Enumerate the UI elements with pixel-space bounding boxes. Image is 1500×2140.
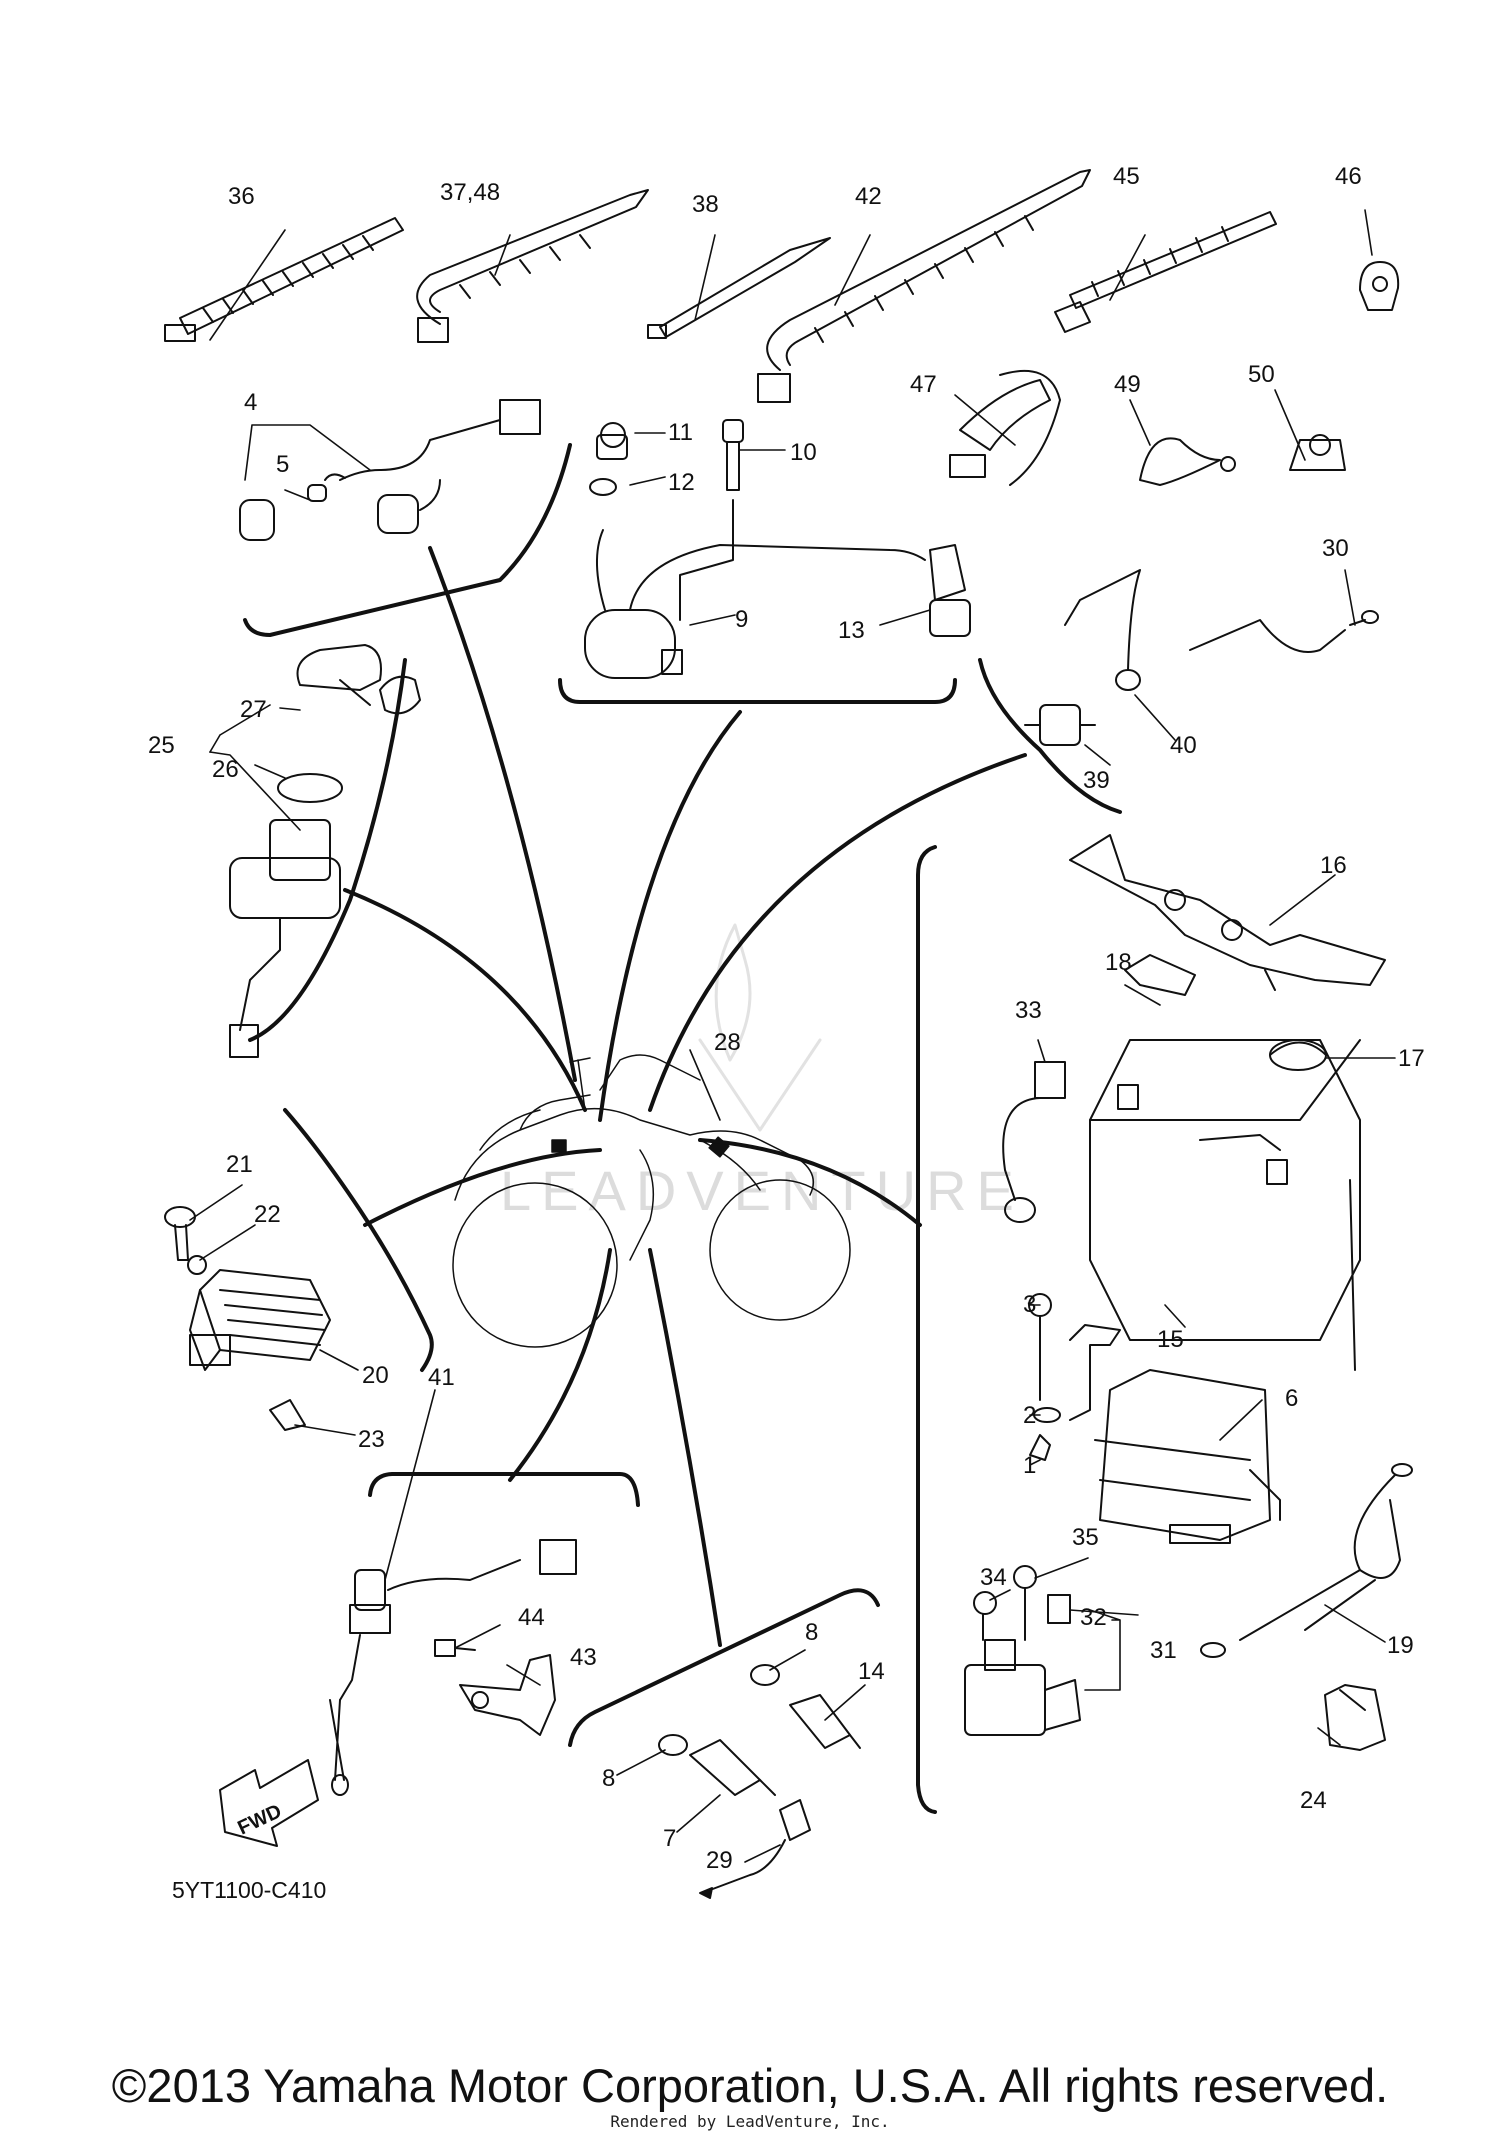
- callout-42: 42: [855, 183, 882, 210]
- cover-18: [1124, 954, 1196, 996]
- callout-leaders: [189, 209, 1396, 1863]
- callout-15: 15: [1157, 1326, 1184, 1353]
- callout-9: 9: [735, 606, 748, 633]
- callout-44: 44: [518, 1604, 545, 1631]
- callout-37-48: 37,48: [440, 179, 500, 206]
- callout-31: 31: [1150, 1637, 1177, 1664]
- callout-7: 7: [663, 1825, 676, 1852]
- callout-34: 34: [980, 1564, 1007, 1591]
- fwd-label: FWD: [234, 1800, 285, 1839]
- cable-tie-38: [647, 237, 831, 339]
- callout-47: 47: [910, 371, 937, 398]
- callout-25: 25: [148, 732, 175, 759]
- callout-28: 28: [714, 1029, 741, 1056]
- band-49: [1139, 437, 1236, 486]
- callout-13: 13: [838, 617, 865, 644]
- battery-15: [1089, 1039, 1361, 1341]
- callout-43: 43: [570, 1644, 597, 1671]
- watermark-logo: [698, 923, 822, 1132]
- callout-5: 5: [276, 451, 289, 478]
- callout-1: 1: [1023, 1452, 1036, 1479]
- callout-49: 49: [1114, 371, 1141, 398]
- lead-29: [699, 1799, 811, 1899]
- callout-19: 19: [1387, 1632, 1414, 1659]
- callout-11: 11: [668, 419, 693, 446]
- wire-40-30: [1064, 569, 1379, 691]
- battery-lead-19: [1200, 1179, 1413, 1658]
- callout-45: 45: [1113, 163, 1140, 190]
- main-switch-25: [229, 644, 421, 1058]
- starter-relay-31: [964, 1565, 1081, 1736]
- callout-35: 35: [1072, 1524, 1099, 1551]
- callout-8-upper: 8: [805, 1619, 818, 1646]
- copyright-notice: ©2013 Yamaha Motor Corporation, U.S.A. A…: [111, 2059, 1389, 2112]
- callout-20: 20: [362, 1362, 389, 1389]
- watermark-text: LEADVENTURE: [500, 1159, 1024, 1222]
- cable-tie-36: [164, 217, 404, 342]
- washer-8: [658, 1664, 780, 1756]
- switch-7: [689, 1739, 776, 1796]
- switch-41: [329, 1539, 577, 1796]
- lead-wires-4-5: [239, 399, 541, 541]
- diagram-part-number: 5YT1100-C410: [172, 1877, 326, 1903]
- callout-30: 30: [1322, 535, 1349, 562]
- callout-4: 4: [244, 389, 257, 416]
- clip-50: [1289, 434, 1346, 471]
- callout-21: 21: [226, 1151, 253, 1178]
- battery-lead-33: [1002, 1061, 1066, 1223]
- ecu-6: [1094, 1369, 1281, 1544]
- rendered-by-notice: Rendered by LeadVenture, Inc.: [610, 2112, 890, 2131]
- grommet-17: [1269, 1039, 1327, 1071]
- callout-2: 2: [1023, 1402, 1036, 1429]
- callout-14: 14: [858, 1658, 885, 1685]
- callout-22: 22: [254, 1201, 281, 1228]
- callout-3: 3: [1023, 1291, 1036, 1318]
- callout-26: 26: [212, 756, 239, 783]
- callout-10: 10: [790, 439, 817, 466]
- plate-43: [459, 1654, 556, 1736]
- callout-32: 32: [1080, 1604, 1107, 1631]
- callout-46: 46: [1335, 163, 1362, 190]
- cover-24: [1324, 1684, 1386, 1751]
- clamp-46: [1359, 261, 1400, 311]
- cable-tie-37-48: [416, 189, 649, 343]
- callout-27: 27: [240, 696, 267, 723]
- holder-47: [949, 369, 1061, 486]
- fwd-arrow: [219, 1759, 319, 1847]
- callout-23: 23: [358, 1426, 385, 1453]
- callout-41: 41: [428, 1364, 455, 1391]
- battery-band-16: [1069, 834, 1386, 991]
- callout-16: 16: [1320, 852, 1347, 879]
- sensor-39: [1024, 704, 1096, 746]
- cable-tie-45: [1054, 211, 1277, 333]
- callout-33: 33: [1015, 997, 1042, 1024]
- callout-17: 17: [1398, 1045, 1425, 1072]
- callout-36: 36: [228, 183, 255, 210]
- callout-50: 50: [1248, 361, 1275, 388]
- callout-18: 18: [1105, 949, 1132, 976]
- callout-39: 39: [1083, 767, 1110, 794]
- callout-40: 40: [1170, 732, 1197, 759]
- callout-labels: 1 2 3 4 5 6 7 8 8 9 10 11 12 13 14 15 16…: [148, 163, 1425, 1903]
- group-brackets: [243, 443, 1122, 1814]
- rectifier-regulator-20: [164, 1206, 331, 1431]
- callout-38: 38: [692, 191, 719, 218]
- ignition-coil-9: [584, 419, 971, 679]
- cable-tie-42: [757, 169, 1091, 403]
- callout-29: 29: [706, 1847, 733, 1874]
- callout-12: 12: [668, 469, 695, 496]
- callout-8-lower: 8: [602, 1765, 615, 1792]
- switch-14: [789, 1694, 861, 1749]
- callout-24: 24: [1300, 1787, 1327, 1814]
- callout-6: 6: [1285, 1385, 1298, 1412]
- group-leader-lines: [343, 546, 1027, 1647]
